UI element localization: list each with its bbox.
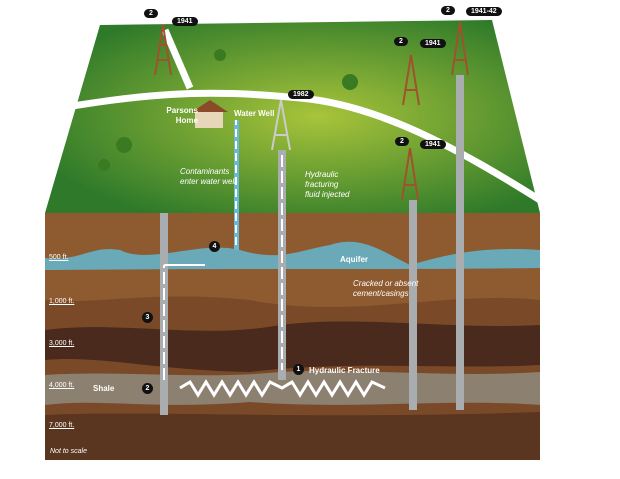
rig-icon [401, 147, 419, 201]
shale-layer [45, 371, 540, 405]
deep-layer [45, 412, 540, 460]
rig-icon-1982 [271, 99, 291, 151]
not-to-scale-label: Not to scale [50, 448, 87, 455]
rig-year-badge: 1941 [420, 140, 446, 149]
right-well-pipe [409, 200, 417, 410]
aquifer [45, 241, 540, 270]
hydraulic-fracture-label: Hydraulic Fracture [309, 366, 380, 375]
aquifer-label: Aquifer [340, 255, 368, 264]
rig-badge-number: 2 [441, 6, 455, 15]
ground-surface [45, 20, 540, 213]
depth-label: 1,000 ft. [49, 298, 75, 305]
rig-year-badge: 1941 [420, 39, 446, 48]
rig-icons [154, 21, 469, 201]
house-icon [192, 100, 228, 128]
rig-year-badge: 1941-42 [466, 7, 502, 16]
depth-label: 3,000 ft. [49, 340, 75, 347]
contaminants-label: Contaminants enter water well [180, 167, 237, 186]
rig-badge-number: 2 [395, 137, 409, 146]
fluid-injected-label: Hydraulic fracturing fluid injected [305, 170, 350, 199]
injection-well-pipe [278, 150, 286, 380]
tree-icons [98, 49, 358, 171]
rig-badge-number: 2 [144, 9, 158, 18]
depth-label: 500 ft. [49, 254, 69, 261]
depth-label: 7,000 ft. [49, 422, 75, 429]
rig-icon [154, 24, 172, 76]
road-branch [161, 28, 194, 90]
shale-label: Shale [93, 384, 115, 393]
step-2-marker: 2 [142, 383, 153, 394]
step-3-marker: 3 [142, 312, 153, 323]
rig-year-badge: 1941 [172, 17, 198, 26]
rig-year-badge: 1982 [288, 90, 314, 99]
water-well-label: Water Well [234, 109, 275, 118]
cracked-casing-label: Cracked or absent cement/casings [353, 279, 419, 298]
step-4-marker: 4 [209, 241, 220, 252]
depth-label: 4,000 ft. [49, 382, 75, 389]
rig-badge-number: 2 [394, 37, 408, 46]
rig-icon [451, 21, 469, 76]
far-right-well-pipe [456, 75, 464, 410]
parsons-home-label: Parsons Home [166, 106, 198, 125]
rig-icon [402, 54, 420, 106]
fracture-zigzag [179, 379, 386, 398]
step-1-marker: 1 [293, 364, 304, 375]
